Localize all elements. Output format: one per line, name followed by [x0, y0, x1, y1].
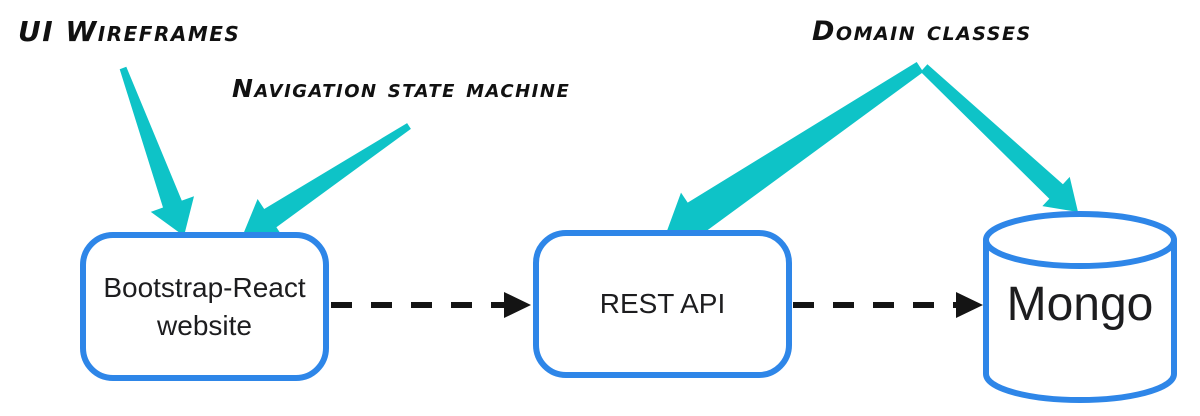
node-shape-rest-api — [533, 230, 792, 378]
teal-arrow-navigation-state-machine-to-bootstrap-react-website — [242, 123, 411, 238]
annotation-domain-classes: Domain classes — [812, 16, 1032, 47]
dashed-connector-arrowhead-rest-api — [504, 292, 531, 318]
node-shape-mongo-top — [983, 211, 1177, 269]
teal-arrow-ui-wireframes-to-bootstrap-react-website — [119, 66, 194, 236]
annotation-navigation-state-machine: Navigation state machine — [232, 74, 571, 103]
teal-arrow-domain-classes-to-rest-api — [664, 62, 924, 241]
node-shape-bootstrap-react-website — [80, 232, 329, 381]
teal-arrow-domain-classes-to-mongo — [920, 64, 1078, 212]
annotation-ui-wireframes: UI Wireframes — [18, 15, 241, 48]
dashed-connector-arrowhead-mongo — [956, 292, 983, 318]
node-shape-mongo-body — [983, 237, 1177, 403]
